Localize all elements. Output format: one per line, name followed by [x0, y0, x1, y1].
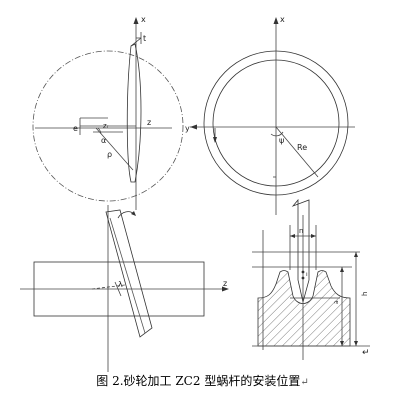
tl-zs-label: zᵣ [103, 122, 109, 130]
top-right-view [190, 17, 355, 215]
tr-x-label: x [280, 15, 285, 24]
tl-z-label: z [147, 118, 151, 127]
wheel-outline-circle [32, 50, 184, 202]
tr-x-arrow-icon [273, 17, 279, 24]
tl-t-label: t [143, 34, 146, 43]
bl-lambda-label: λ [118, 280, 123, 289]
tooth-section [257, 270, 351, 347]
br-h-label: h [361, 292, 369, 296]
bl-z-arrow-icon [222, 286, 229, 292]
br-i-label: ı [306, 271, 308, 278]
caption-return-mark: ↵ [300, 377, 309, 388]
x-arrow-icon [133, 17, 139, 24]
figure-caption: 图 2.砂轮加工 ZC2 型蜗杆的安装位置↵ [0, 372, 405, 389]
tl-alpha-label: α [101, 136, 106, 145]
re-line [275, 126, 319, 178]
br-return-mark: ↵ [362, 348, 370, 358]
top-left-view [32, 17, 184, 210]
tr-psi-label: ψ [279, 136, 284, 145]
rho-line [95, 127, 134, 171]
wheel-disk [126, 43, 142, 183]
bl-z-label: z [223, 279, 227, 288]
br-a-label: a [333, 300, 340, 304]
bottom-left-view [20, 205, 229, 372]
bottom-right-view [252, 198, 370, 360]
tr-y-arrow-icon [190, 124, 197, 130]
tr-y-label: y [185, 124, 190, 133]
wheel-tip [291, 198, 310, 303]
tr-re-label: Re [297, 143, 307, 152]
br-n-label: n [299, 227, 303, 235]
tl-rho-label: ρ [107, 150, 112, 159]
tl-x-label: x [141, 15, 146, 24]
inclined-wheel [105, 209, 153, 338]
tl-e-label: e [73, 124, 78, 133]
caption-text: 图 2.砂轮加工 ZC2 型蜗杆的安装位置 [96, 374, 301, 388]
